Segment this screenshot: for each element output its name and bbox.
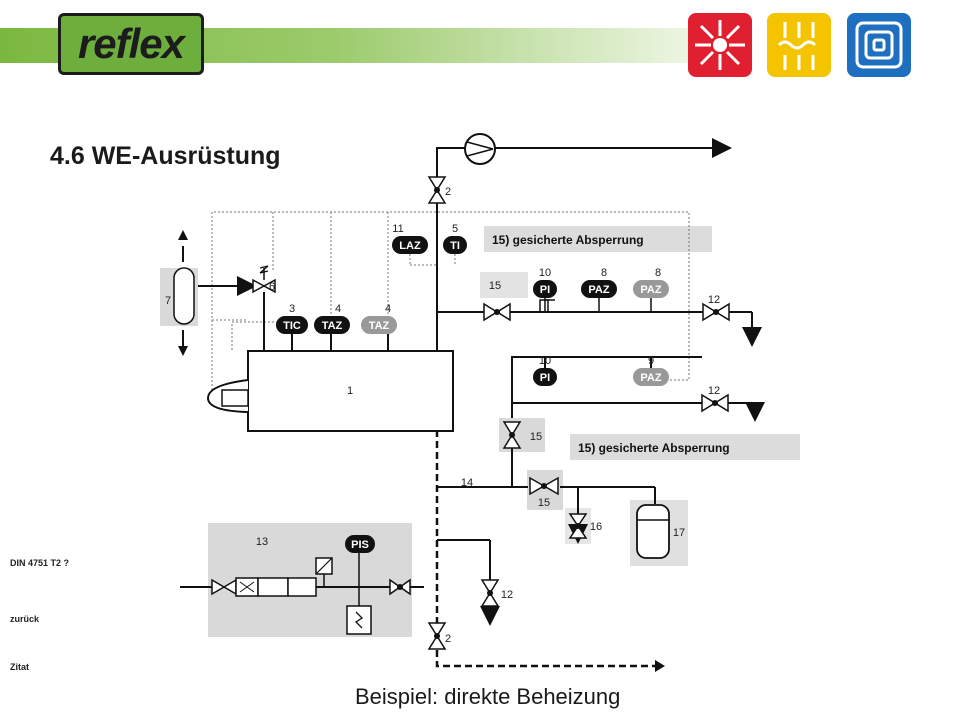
reflex-logo: reflex — [58, 13, 204, 75]
num-laz: 11 — [392, 223, 403, 235]
num-valve12-low: 12 — [501, 589, 513, 601]
caption: Beispiel: direkte Beheizung — [355, 684, 621, 709]
pill-pis: PIS — [345, 535, 375, 553]
warm-water-icon — [767, 13, 831, 77]
svg-text:PAZ: PAZ — [640, 284, 661, 296]
svg-text:PAZ: PAZ — [588, 284, 609, 296]
num-boiler: 1 — [347, 385, 353, 397]
pill-paz-1: PAZ — [581, 280, 617, 298]
pump-icon — [464, 133, 496, 165]
category-icons — [688, 13, 911, 77]
pill-taz-2: TAZ — [361, 316, 397, 334]
small-box-bg — [480, 272, 528, 298]
num-tic: 3 — [289, 303, 295, 315]
pill-ti: TI — [443, 236, 467, 254]
num-box13: 13 — [256, 536, 268, 548]
pill-laz: LAZ — [392, 236, 428, 254]
cooling-water-icon — [847, 13, 911, 77]
note-lower: 15) gesicherte Absperrung — [578, 441, 730, 455]
page-title: 4.6 WE-Ausrüstung — [50, 142, 281, 170]
num-pi1: 10 — [539, 267, 551, 279]
num-paz1: 8 — [601, 267, 607, 279]
svg-text:PIS: PIS — [351, 539, 369, 551]
radiator-heat-icon — [688, 13, 752, 77]
svg-text:TIC: TIC — [283, 320, 301, 332]
pill-paz-3: PAZ — [633, 368, 669, 386]
note-upper-bg — [484, 226, 712, 252]
svg-text:TAZ: TAZ — [322, 320, 343, 332]
expansion-vessel — [636, 504, 670, 559]
num-paz2: 8 — [655, 267, 661, 279]
num-pi2: 10 — [539, 355, 551, 367]
num-valve16: 16 — [590, 521, 602, 533]
pill-pi-1: PI — [533, 280, 557, 298]
svg-text:PAZ: PAZ — [640, 372, 661, 384]
svg-text:TI: TI — [450, 240, 460, 252]
back-link[interactable]: zurück — [10, 614, 40, 624]
pill-tic: TIC — [276, 316, 308, 334]
svg-text:TAZ: TAZ — [369, 320, 390, 332]
num-vessel: 17 — [673, 527, 685, 539]
pill-pi-2: PI — [533, 368, 557, 386]
num-pump-valve: 2 — [445, 186, 451, 198]
num-paz3: 9 — [648, 355, 654, 367]
num-valve14: 14 — [461, 477, 473, 489]
pill-taz-1: TAZ — [314, 316, 350, 334]
num-ti: 5 — [452, 223, 458, 235]
sensor-6-valve — [252, 278, 276, 294]
num-valve-right2: 12 — [708, 385, 720, 397]
note-upper: 15) gesicherte Absperrung — [492, 233, 644, 247]
num-sensor: 6 — [269, 281, 275, 293]
num-valve-right1: 12 — [708, 294, 720, 306]
num-taz1: 4 — [335, 303, 341, 315]
num-valve15b: 15 — [538, 497, 550, 509]
svg-text:LAZ: LAZ — [399, 240, 421, 252]
pill-paz-2: PAZ — [633, 280, 669, 298]
svg-text:PI: PI — [540, 284, 550, 296]
din-link[interactable]: DIN 4751 T2 ? — [10, 558, 70, 568]
logo-text: reflex — [77, 20, 185, 67]
quote-link[interactable]: Zitat — [10, 662, 29, 672]
num-valve15a: 15 — [530, 431, 542, 443]
num-taz2: 4 — [385, 303, 391, 315]
num-tank: 7 — [165, 295, 171, 307]
expansion-tank — [173, 267, 195, 325]
num-small-box: 15 — [489, 280, 501, 292]
note-lower-bg — [570, 434, 800, 460]
num-valve2-low: 2 — [445, 633, 451, 645]
svg-text:PI: PI — [540, 372, 550, 384]
